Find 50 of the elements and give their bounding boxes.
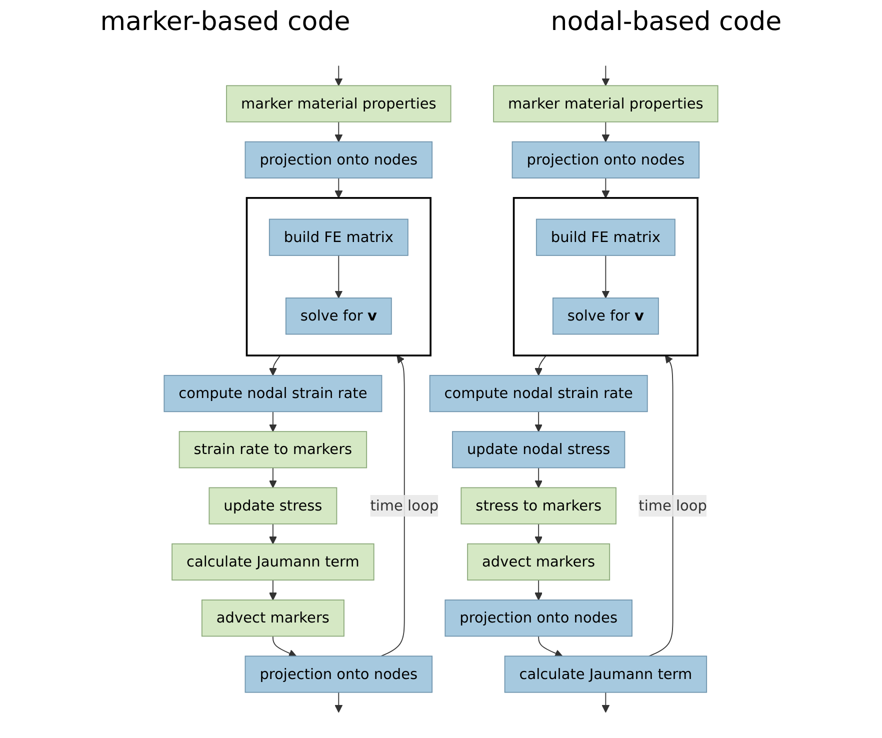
arrow [268,523,277,544]
arrow [268,580,277,600]
arrow [334,178,343,198]
arrow [534,411,543,432]
node-box: projection onto nodes [244,656,433,693]
arrow [380,355,405,657]
cluster [512,197,698,356]
arrow [602,65,610,86]
arrow [334,65,343,86]
node-box: strain rate to markers [178,431,368,468]
node-box: update stress [208,487,338,524]
node-box: build FE matrix [268,218,408,256]
arrow [534,355,547,376]
node-box: calculate Jaumann term [504,656,708,693]
column-heading: nodal-based code [550,7,782,37]
arrow [602,254,610,298]
arrow [538,636,563,658]
cluster [246,197,432,356]
arrow [272,636,297,657]
node-box: advect markers [201,600,344,637]
node-box: calculate Jaumann term [172,543,374,581]
arrow [534,467,543,488]
arrow [602,692,610,713]
node-box: projection onto nodes [512,141,700,178]
edge-label: time loop [370,496,439,514]
node-box: projection onto nodes [444,600,632,637]
node-box: compute nodal strain rate [429,374,648,412]
node-box: update nodal stress [452,431,626,468]
node-box: compute nodal strain rate [164,374,382,412]
arrow [534,580,543,600]
arrow [602,121,610,142]
arrow [648,355,674,657]
arrow [602,178,610,198]
node-box: solve for v [285,298,392,335]
node-box: build FE matrix [536,218,676,256]
node-box: stress to markers [460,487,616,524]
arrow [334,121,343,142]
arrow [268,355,281,376]
node-box: advect markers [467,543,610,581]
node-box: solve for v [552,298,659,335]
edge-label: time loop [638,496,707,514]
node-box: marker material properties [226,85,452,122]
column-heading: marker-based code [100,7,350,37]
node-box: projection onto nodes [244,141,433,178]
arrow [334,254,343,298]
arrow [334,692,343,713]
node-box: marker material properties [493,85,718,122]
arrow [268,467,277,488]
arrow [268,411,277,432]
arrow [534,523,543,544]
